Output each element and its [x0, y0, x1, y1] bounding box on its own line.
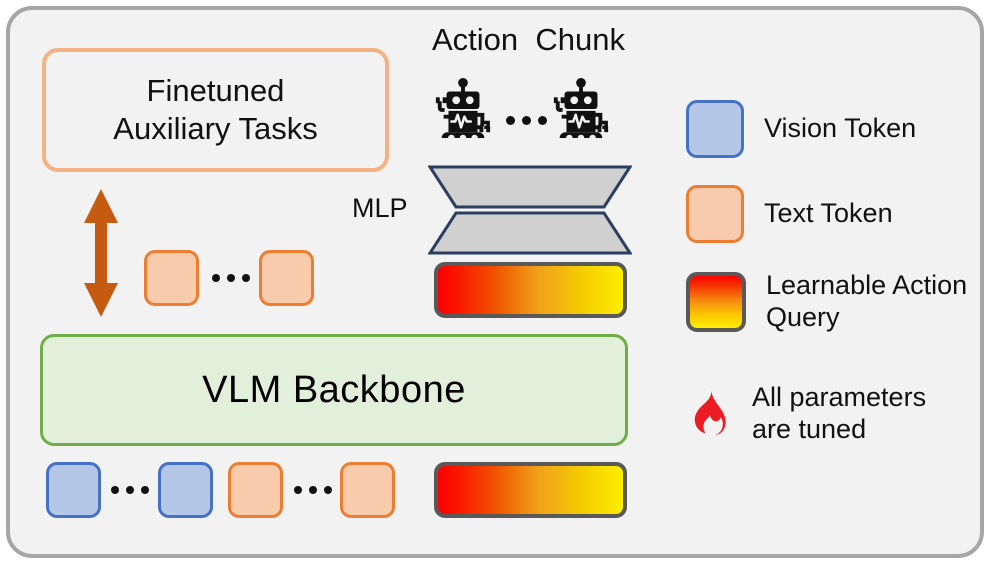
- bottom-action-query-bar: [434, 462, 627, 518]
- mlp-label: MLP: [352, 193, 408, 223]
- legend-item-action-query: Learnable Action Query: [686, 270, 981, 334]
- legend-label-all-parameters-tuned: All parameters are tuned: [752, 382, 927, 444]
- middle-text-token-2: [259, 250, 314, 306]
- mlp-trapezoid-shapes: [427, 165, 633, 255]
- middle-action-query-bar: [434, 262, 627, 318]
- robot-glyph: [435, 77, 491, 144]
- legend-item-vision-token: Vision Token: [686, 100, 916, 158]
- robot-icon-2: [550, 76, 612, 144]
- aux-line-1: Finetuned: [146, 73, 285, 109]
- text-token-swatch: [686, 185, 744, 243]
- robot-glyph: [553, 77, 609, 144]
- bottom-text-token-ellipsis: [288, 462, 338, 518]
- middle-text-token-ellipsis: [205, 250, 257, 306]
- mlp-trapezoids: [427, 164, 633, 256]
- middle-text-token-1: [144, 250, 199, 306]
- bidirectional-arrow-icon: [84, 189, 118, 317]
- bidirectional-arrow: [82, 189, 120, 317]
- legend-label-action-query: Learnable Action Query: [766, 270, 968, 332]
- bottom-text-token-2: [340, 462, 395, 518]
- flame-glyph: [694, 390, 726, 436]
- bottom-text-token-1: [228, 462, 283, 518]
- legend-label-text-token: Text Token: [764, 198, 893, 229]
- legend-label-vision-token: Vision Token: [764, 113, 917, 144]
- bottom-vision-token-1: [46, 462, 101, 518]
- finetuned-auxiliary-tasks-box: Finetuned Auxiliary Tasks: [42, 48, 389, 172]
- vlm-backbone-box: VLM Backbone: [40, 334, 628, 446]
- bottom-vision-token-2: [158, 462, 213, 518]
- robot-icon-1: [432, 76, 494, 144]
- legend-item-all-parameters-tuned: All parameters are tuned: [686, 382, 967, 446]
- vlm-backbone-label: VLM Backbone: [202, 368, 466, 411]
- action-query-swatch: [686, 271, 746, 332]
- finetuned-auxiliary-tasks-label: Finetuned Auxiliary Tasks: [113, 72, 317, 148]
- flame-icon: [686, 390, 732, 438]
- robot-ellipsis: [500, 100, 552, 140]
- aux-line-2: Auxiliary Tasks: [113, 111, 318, 146]
- vision-token-swatch: [686, 100, 744, 158]
- legend-item-text-token: Text Token: [686, 185, 893, 243]
- bottom-vision-token-ellipsis: [105, 462, 155, 518]
- action-chunk-title: Action Chunk: [432, 22, 625, 57]
